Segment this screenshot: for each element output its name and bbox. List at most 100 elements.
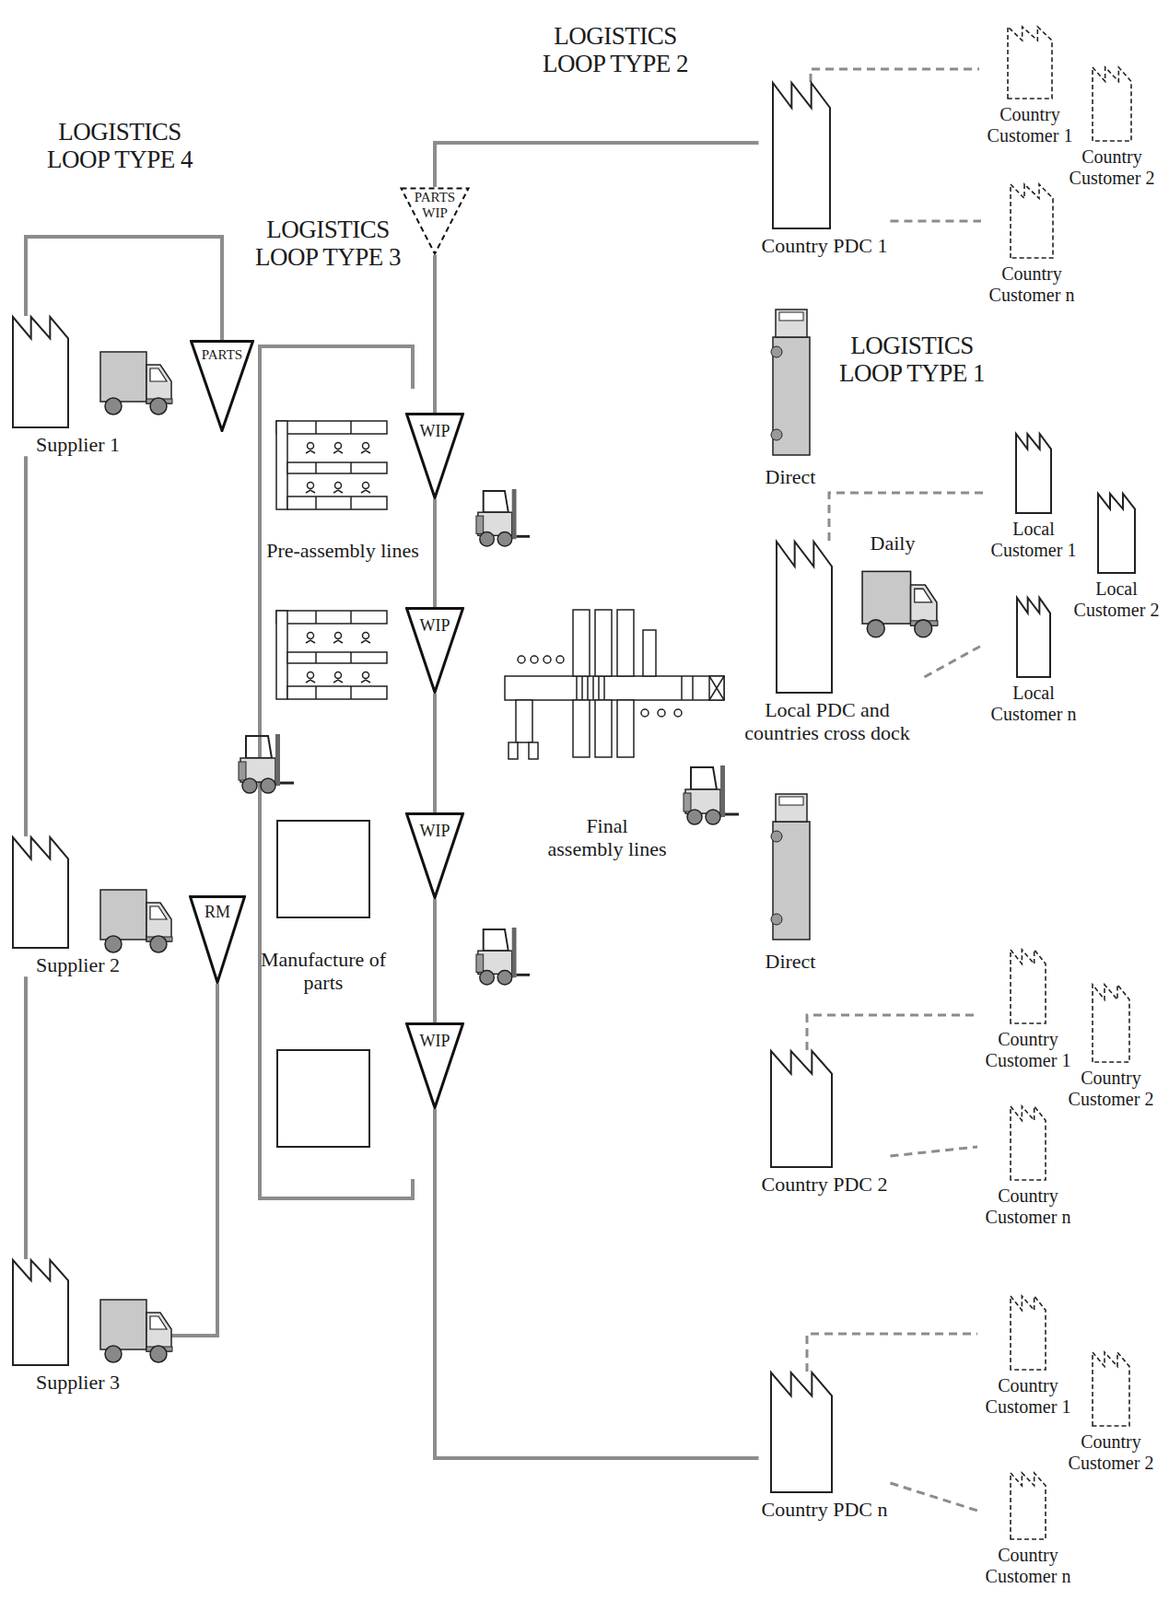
text-wrap: Country Customer 1	[977, 1375, 1079, 1418]
stock-label: WIP	[420, 421, 451, 442]
text-wrap: Country Customer 2	[1060, 1067, 1162, 1111]
loop-line	[23, 455, 28, 837]
factory-icon	[771, 81, 831, 230]
stock-label: PARTS	[201, 347, 243, 363]
country-pdc: Country PDC n	[759, 1371, 891, 1521]
facility-name: Country Customer 1	[980, 1028, 1076, 1072]
triangle-shape	[407, 414, 464, 499]
text-wrap: Country Customer n	[977, 1185, 1079, 1228]
factory-outline	[1010, 184, 1053, 258]
delivery-line	[889, 1483, 978, 1511]
wip-stock: WIP	[405, 1022, 465, 1110]
factory-icon	[1009, 1105, 1047, 1181]
facility-name: Local PDC and countries cross dock	[733, 698, 923, 746]
factory-icon	[1091, 1351, 1131, 1427]
delivery-line	[806, 1015, 978, 1051]
country-customer: Country Customer 1	[977, 1295, 1079, 1418]
facility-name: Country PDC n	[761, 1497, 889, 1521]
loop-line	[434, 1109, 760, 1459]
manufacture-box	[277, 820, 370, 918]
forklift-icon	[238, 734, 294, 794]
factory-icon	[770, 1050, 833, 1169]
loop-line	[432, 899, 437, 1023]
facility-name: Supplier 1	[35, 432, 120, 456]
factory-icon	[1016, 596, 1052, 679]
loop-line	[432, 499, 437, 608]
factory-outline	[771, 1051, 832, 1168]
delivery-line	[889, 1146, 978, 1157]
area-label: Final assembly lines	[547, 815, 668, 861]
loop-title: LOGISTICS LOOP TYPE 1	[829, 331, 995, 387]
loop-title: LOGISTICS LOOP TYPE 2	[532, 22, 699, 78]
text-wrap: WIP	[405, 1022, 465, 1052]
country-customer: Country Customer n	[977, 1472, 1079, 1588]
triangle-shape	[407, 1024, 464, 1109]
factory-outline	[1092, 1352, 1130, 1427]
facility-name: Country Customer 2	[1063, 146, 1160, 189]
wip-stock: WIP	[405, 812, 465, 900]
factory-icon	[11, 836, 70, 949]
text-wrap: Supplier 2	[35, 953, 124, 977]
text-wrap: Country Customer n	[977, 1544, 1079, 1588]
text-wrap: PARTS WIP	[399, 187, 470, 223]
factory-outline	[1092, 67, 1132, 141]
truck-icon	[100, 889, 173, 953]
local-customer: Local Customer 1	[982, 432, 1085, 562]
factory-icon	[1091, 66, 1133, 142]
loop-title: LOGISTICS LOOP TYPE 3	[245, 215, 411, 271]
factory-icon	[11, 315, 70, 429]
text-wrap: Local Customer 2	[1065, 578, 1168, 621]
forklift-icon	[476, 489, 530, 547]
facility-name: Supplier 3	[35, 1370, 120, 1394]
triangle-shape	[407, 608, 464, 693]
text-wrap: Supplier 3	[35, 1370, 124, 1394]
triangle-shape	[191, 341, 254, 432]
factory-icon	[1097, 492, 1136, 574]
manufacture-box	[277, 1050, 370, 1147]
facility-name: Local Customer 2	[1068, 578, 1165, 621]
factory-outline	[1017, 597, 1051, 678]
text-wrap: WIP	[405, 607, 465, 636]
loop-line	[23, 976, 28, 1260]
stock-label: WIP	[420, 1031, 451, 1052]
country-customer: Country Customer n	[981, 183, 1083, 306]
factory-outline	[12, 837, 69, 948]
final-assembly-icon	[504, 609, 725, 760]
factory-outline	[1010, 1296, 1046, 1370]
local-customer: Local Customer n	[982, 596, 1085, 725]
text-wrap: Country Customer 2	[1060, 1431, 1162, 1474]
factory-icon	[1009, 1472, 1047, 1541]
text-wrap: WIP	[405, 812, 465, 842]
wip-stock: WIP	[405, 607, 465, 694]
pre-assembly-icon	[276, 420, 387, 510]
truck-icon	[771, 309, 810, 456]
stock-label: WIP	[420, 821, 451, 842]
factory-outline	[1016, 433, 1052, 514]
country-customer: Country Customer 1	[979, 25, 1081, 147]
factory-outline	[1010, 1106, 1046, 1181]
facility-name: Country Customer n	[980, 1544, 1076, 1588]
local-customer: Local Customer 2	[1065, 492, 1168, 621]
factory-outline	[1010, 949, 1046, 1024]
facility-name: Local Customer n	[985, 682, 1082, 725]
facility-name: Country Customer 2	[1063, 1067, 1159, 1111]
text-wrap: RM	[188, 895, 246, 923]
forklift-icon	[476, 927, 530, 985]
text-wrap: Country Customer n	[981, 263, 1083, 306]
facility-name: Supplier 2	[35, 953, 120, 977]
delivery-line	[810, 69, 980, 82]
country-pdc: Country PDC 2	[759, 1050, 891, 1196]
factory-icon	[775, 540, 833, 694]
transport-label: Direct	[748, 950, 832, 974]
parts-stock: PARTS	[189, 339, 255, 433]
pre-assembly-icon	[276, 610, 387, 700]
factory-icon	[1006, 25, 1053, 100]
text-wrap: Country PDC 1	[759, 233, 891, 258]
loop-line	[434, 142, 760, 188]
factory-outline	[772, 82, 830, 229]
factory-outline	[1007, 26, 1053, 99]
stock-label: WIP	[420, 616, 451, 636]
delivery-line	[889, 220, 982, 223]
